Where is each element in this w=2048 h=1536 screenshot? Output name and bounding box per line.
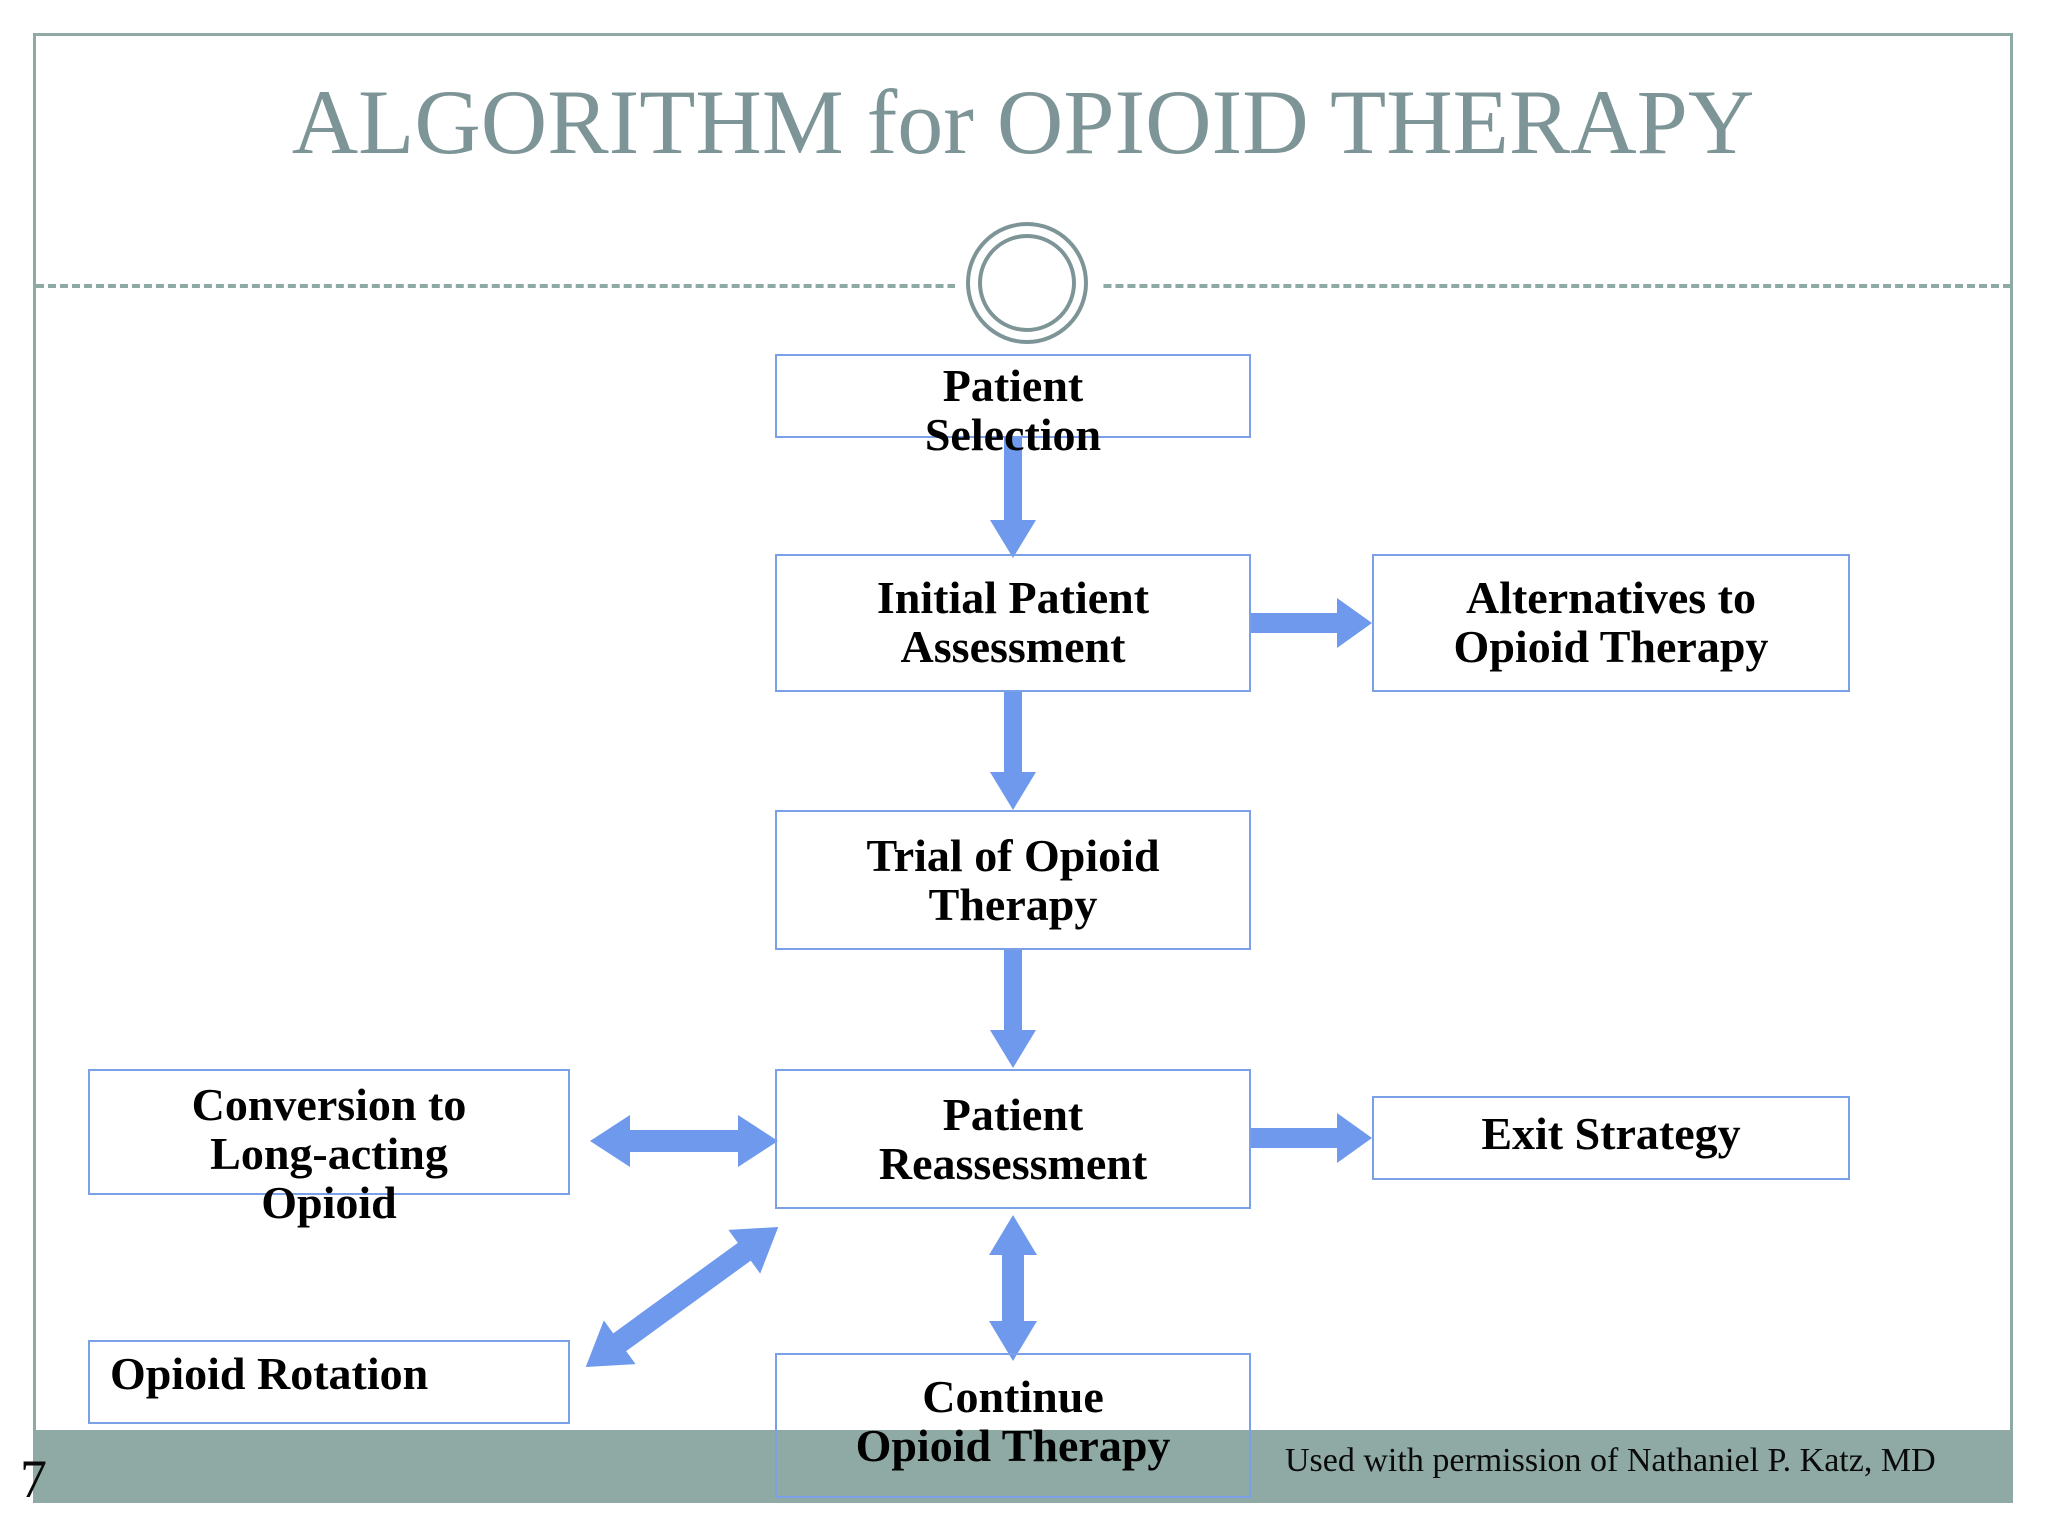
arrow-reassessment-to-continue-double	[985, 1215, 1041, 1361]
decorative-inner-circle-icon	[978, 234, 1076, 332]
arrow-trial-to-reassessment	[985, 948, 1041, 1072]
footer-bar	[36, 1430, 2011, 1503]
flow-node-patient-reassessment-label: Patient Reassessment	[878, 1089, 1148, 1189]
flow-node-continue-opioid-therapy-label: Continue Opioid Therapy	[855, 1371, 1171, 1471]
flow-node-trial-of-opioid-therapy-label: Trial of Opioid Therapy	[866, 830, 1160, 930]
flow-node-alternatives-to-opioid-therapy[interactable]: Alternatives to Opioid Therapy	[1372, 554, 1850, 692]
arrow-patient-selection-to-initial-assessment	[985, 436, 1041, 562]
arrow-initial-assessment-to-alternatives	[1251, 595, 1375, 651]
flow-node-continue-opioid-therapy[interactable]: Continue Opioid Therapy	[775, 1353, 1251, 1498]
permission-credit-text: Used with permission of Nathaniel P. Kat…	[1285, 1442, 1936, 1479]
arrow-conversion-to-reassessment-double	[590, 1110, 778, 1172]
flow-node-opioid-rotation[interactable]: Opioid Rotation	[88, 1340, 570, 1424]
page-number: 7	[20, 1449, 47, 1509]
flow-node-conversion-to-long-acting-opioid[interactable]: Conversion to Long-acting Opioid	[88, 1069, 570, 1226]
flow-node-initial-patient-assessment-label: Initial Patient Assessment	[876, 572, 1150, 672]
flow-node-conversion-to-long-acting-opioid-label: Conversion to Long-acting Opioid	[191, 1079, 467, 1228]
flow-node-patient-selection[interactable]: Patient Selection	[775, 354, 1251, 459]
flow-node-opioid-rotation-label: Opioid Rotation	[110, 1348, 429, 1399]
flow-node-exit-strategy-label: Exit Strategy	[1481, 1108, 1741, 1159]
flow-node-trial-of-opioid-therapy[interactable]: Trial of Opioid Therapy	[775, 810, 1251, 950]
flow-node-exit-strategy[interactable]: Exit Strategy	[1372, 1096, 1850, 1180]
arrow-rotation-to-reassessment-diagonal	[575, 1220, 790, 1375]
arrow-reassessment-to-exit	[1251, 1110, 1375, 1166]
flow-node-initial-patient-assessment[interactable]: Initial Patient Assessment	[775, 554, 1251, 692]
flow-node-patient-reassessment[interactable]: Patient Reassessment	[775, 1069, 1251, 1209]
flow-node-alternatives-to-opioid-therapy-label: Alternatives to Opioid Therapy	[1453, 572, 1769, 672]
page-title: ALGORITHM for OPIOID THERAPY	[291, 71, 1755, 173]
decorative-outer-circle-icon	[966, 222, 1088, 344]
arrow-initial-assessment-to-trial	[985, 690, 1041, 814]
flow-node-patient-selection-label: Patient Selection	[924, 360, 1102, 460]
